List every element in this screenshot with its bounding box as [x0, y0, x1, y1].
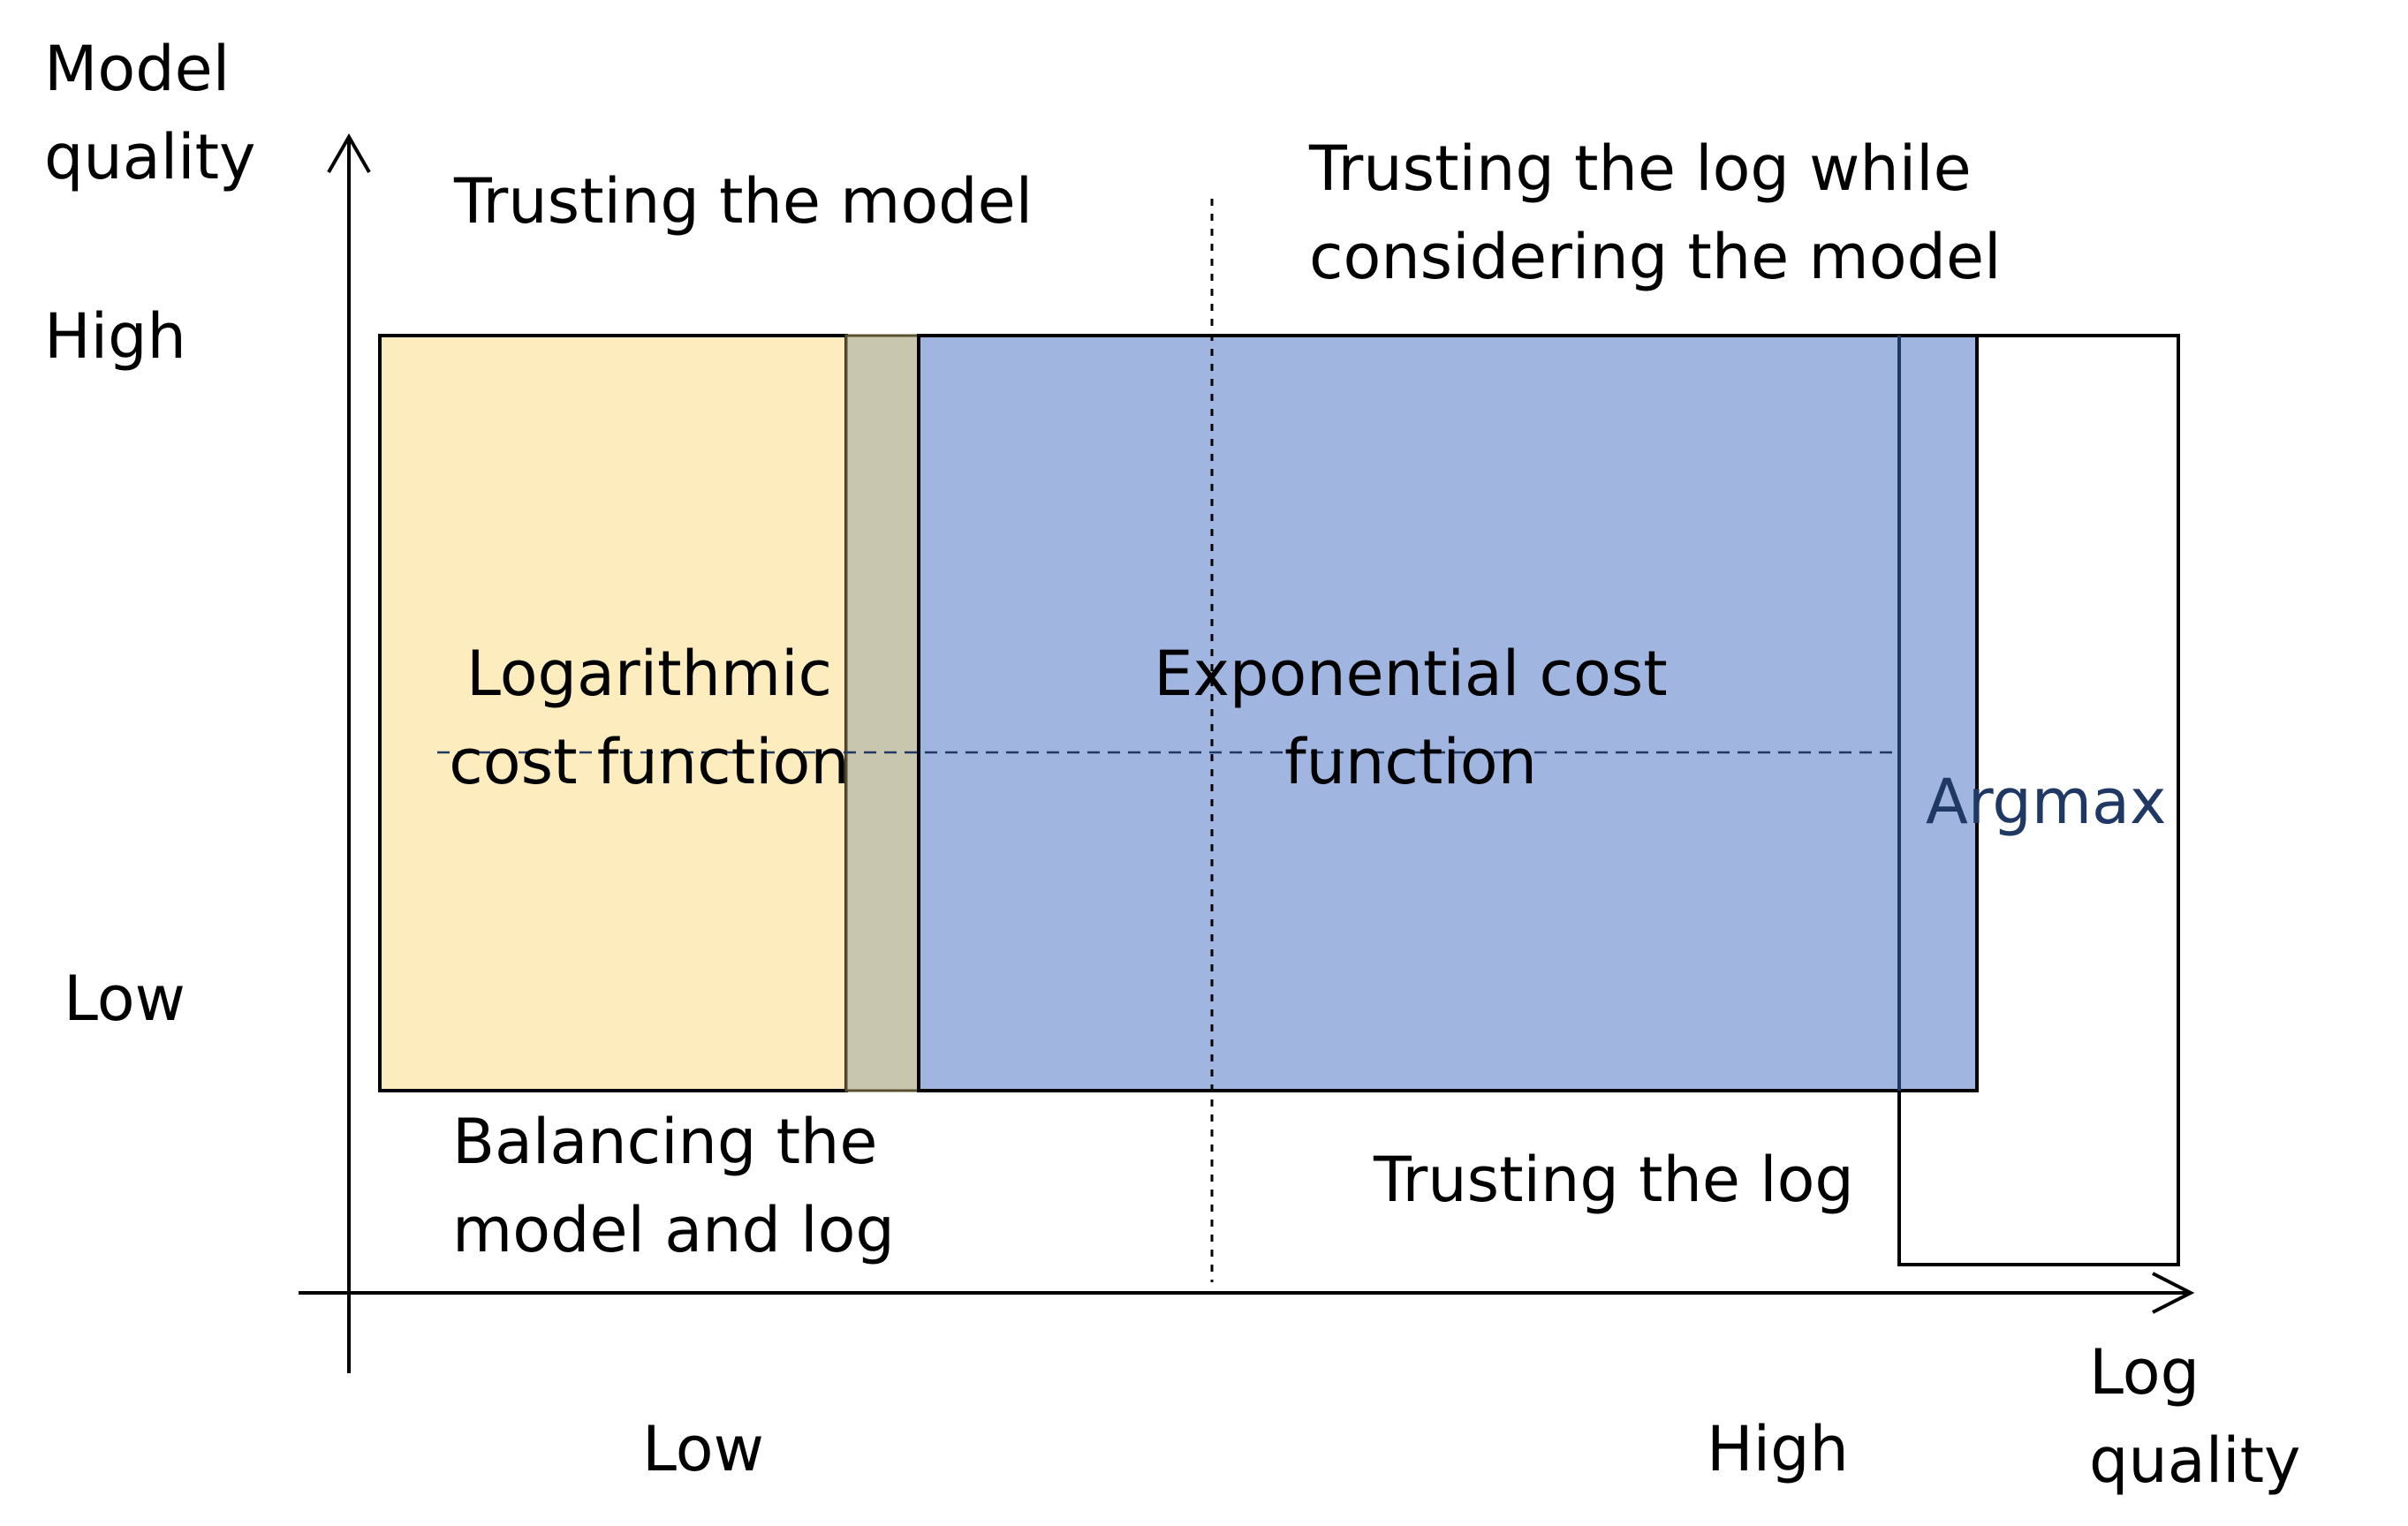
region-trusting-model: Trusting the model	[453, 165, 1033, 238]
region-trusting-log-considering-line2: considering the model	[1309, 221, 2001, 293]
y-axis-title-line2: quality	[44, 121, 255, 193]
x-tick-low: Low	[642, 1413, 764, 1485]
region-trusting-log-considering-line1: Trusting the log while	[1308, 132, 1972, 205]
y-tick-high: High	[44, 300, 186, 373]
argmax-label: Argmax	[1926, 766, 2166, 838]
logarithmic-label-line2: cost function	[449, 726, 849, 798]
x-axis-title-line1: Log	[2089, 1336, 2200, 1409]
region-trusting-log: Trusting the log	[1373, 1144, 1854, 1216]
x-axis-title-line2: quality	[2089, 1424, 2300, 1497]
y-axis-title-line1: Model	[44, 33, 230, 105]
exponential-label-line1: Exponential cost	[1154, 638, 1667, 710]
logarithmic-label-line1: Logarithmic	[466, 638, 832, 710]
x-tick-high: High	[1707, 1413, 1849, 1485]
y-tick-low: Low	[64, 963, 186, 1035]
overlap-strip	[844, 334, 920, 1092]
region-balancing-line2: model and log	[452, 1194, 895, 1266]
x-axis-arrowhead	[2152, 1272, 2195, 1314]
exponential-box	[917, 334, 1979, 1092]
region-balancing-line1: Balancing the	[452, 1106, 878, 1178]
logarithmic-box	[378, 334, 848, 1092]
exponential-label-line2: function	[1284, 726, 1537, 798]
y-axis-arrowhead	[327, 132, 371, 173]
